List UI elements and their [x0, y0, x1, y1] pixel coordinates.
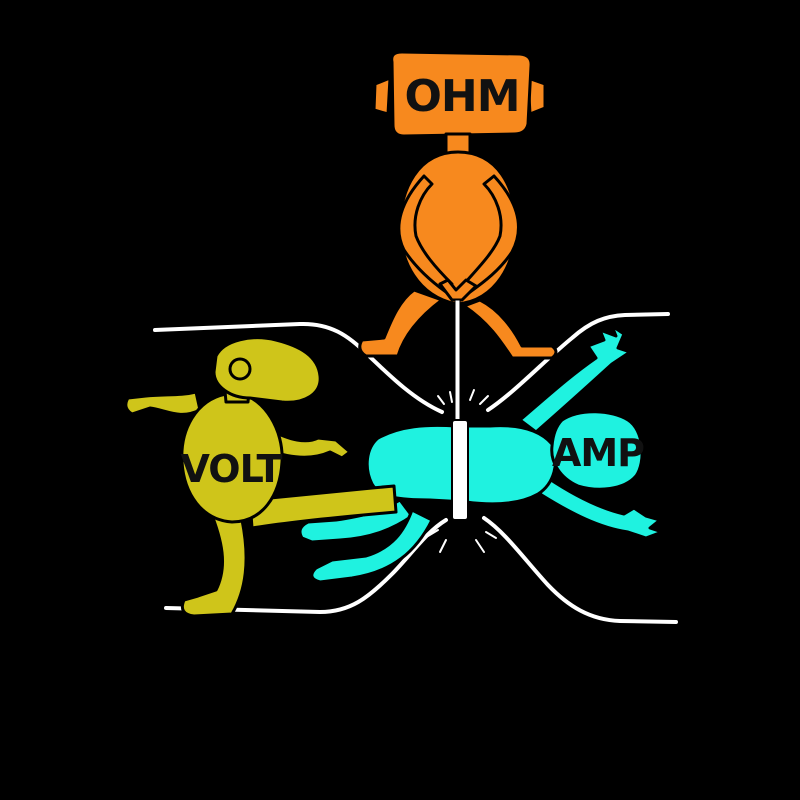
resistor-thin-line	[454, 299, 461, 421]
amp-lower-arm	[538, 476, 664, 540]
ohm-left-ear	[372, 76, 392, 116]
ohm-hands	[438, 278, 478, 302]
volt-body	[180, 392, 284, 524]
ohm-left-leg	[358, 288, 444, 358]
volt-left-arm	[124, 390, 202, 416]
volt-character	[124, 336, 398, 618]
amp-lower-leg	[310, 508, 434, 584]
amp-upper-arm	[518, 324, 632, 434]
resistor-block	[451, 419, 469, 521]
volt-label: VOLT	[181, 447, 283, 491]
wire-top-right	[486, 312, 670, 412]
ohm-body	[398, 150, 518, 306]
spark-marks	[427, 389, 497, 553]
volt-head	[212, 336, 322, 404]
volt-eye	[228, 357, 252, 381]
volt-right-arm	[266, 428, 352, 460]
ohm-head	[390, 50, 533, 138]
resistor-wire	[454, 299, 461, 421]
wire-bottom-right	[482, 516, 678, 624]
volt-standing-leg	[180, 508, 248, 618]
amp-head	[550, 410, 644, 491]
amp-label: AMP	[552, 431, 644, 475]
ohm-label: OHM	[404, 71, 519, 122]
wire-bottom-left	[164, 518, 448, 615]
amp-character	[298, 324, 664, 584]
ohm-right-leg	[462, 298, 558, 360]
volt-kicking-leg	[248, 484, 398, 530]
ohm-character	[358, 50, 558, 360]
